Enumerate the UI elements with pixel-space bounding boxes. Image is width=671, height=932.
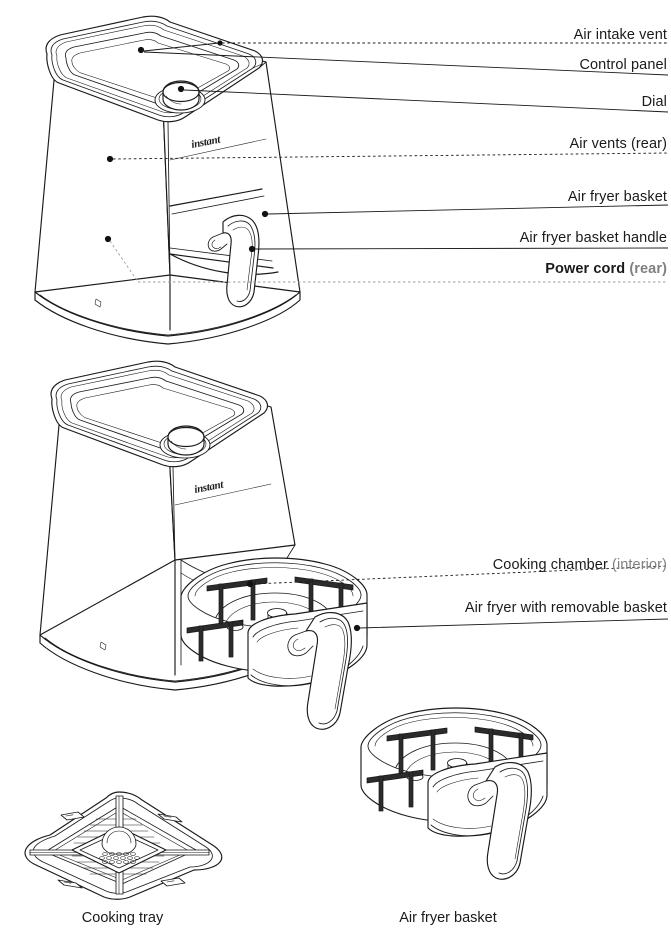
- lid-assembly: [45, 15, 264, 123]
- callout-text-removable-basket: Air fryer with removable basket: [464, 600, 667, 616]
- callout-text-air-fryer-basket: Air fryer basket: [567, 189, 667, 205]
- caption-text-cooking-tray: Cooking tray: [81, 910, 164, 926]
- figure-open-artwork: instant: [39, 360, 669, 730]
- callout-label-basket-handle: Air fryer basket handle: [520, 231, 667, 246]
- basket-handle: [207, 214, 260, 308]
- caption-text-air-fryer-basket: Air fryer basket: [399, 910, 497, 926]
- callout-label-air-fryer-basket: Air fryer basket: [568, 190, 667, 205]
- callout-text-control-panel: Control panel: [579, 57, 667, 73]
- anchor-basket-handle: [248, 245, 256, 253]
- basket-pulled-out: [180, 557, 368, 730]
- tray-perforations: [99, 852, 140, 864]
- callout-label-control-panel: Control panel: [579, 58, 667, 73]
- basket-rack-rails: [186, 576, 354, 662]
- caption-air-fryer-basket: Air fryer basket: [348, 911, 548, 926]
- anchor-cooking-chamber: [246, 580, 254, 588]
- callout-text-basket-handle: Air fryer basket handle: [519, 230, 667, 246]
- basket-handle-3: [467, 762, 532, 880]
- brand-logo-instant-2: instant: [193, 478, 225, 496]
- unit-base: [34, 291, 301, 345]
- callout-text-air-vents-rear: Air vents (rear): [569, 136, 667, 152]
- callout-label-removable-basket: Air fryer with removable basket: [465, 601, 667, 616]
- svg-text:instant: instant: [193, 478, 225, 496]
- figure-cooking-tray-artwork: [24, 791, 223, 900]
- figure-air-fryer-basket-artwork: [360, 707, 548, 880]
- callout-subtext-power-cord: (rear): [629, 261, 667, 277]
- anchor-removable-basket: [353, 624, 361, 632]
- tray-corner-clips: [57, 811, 186, 889]
- callout-text-dial: Dial: [641, 94, 667, 110]
- callout-label-power-cord: Power cord (rear): [545, 262, 667, 277]
- callout-label-cooking-chamber: Cooking chamber (interior): [493, 558, 667, 573]
- anchor-dial: [177, 85, 185, 93]
- brand-logo-instant: instant: [190, 133, 222, 151]
- callout-text-cooking-chamber: Cooking chamber: [492, 557, 613, 573]
- svg-text:instant: instant: [190, 133, 222, 151]
- lid-assembly-2: [50, 360, 269, 468]
- callout-label-air-intake-vent: Air intake vent: [574, 28, 667, 43]
- anchor-air-vents: [106, 155, 114, 163]
- figure-assembled-artwork: instant: [34, 15, 669, 345]
- callout-subtext-cooking-chamber: (interior): [612, 557, 667, 573]
- anchor-power-cord: [104, 235, 112, 243]
- callout-label-air-vents-rear: Air vents (rear): [570, 137, 667, 152]
- caption-cooking-tray: Cooking tray: [0, 911, 245, 926]
- anchor-basket: [261, 210, 269, 218]
- callout-text-air-intake-vent: Air intake vent: [573, 27, 667, 43]
- anchor-air-intake-vent: [137, 46, 145, 54]
- callout-label-dial: Dial: [642, 95, 667, 110]
- callout-text-power-cord: Power cord: [545, 261, 630, 277]
- basket-handle-2: [287, 612, 352, 730]
- dial-knob-2: [159, 425, 211, 459]
